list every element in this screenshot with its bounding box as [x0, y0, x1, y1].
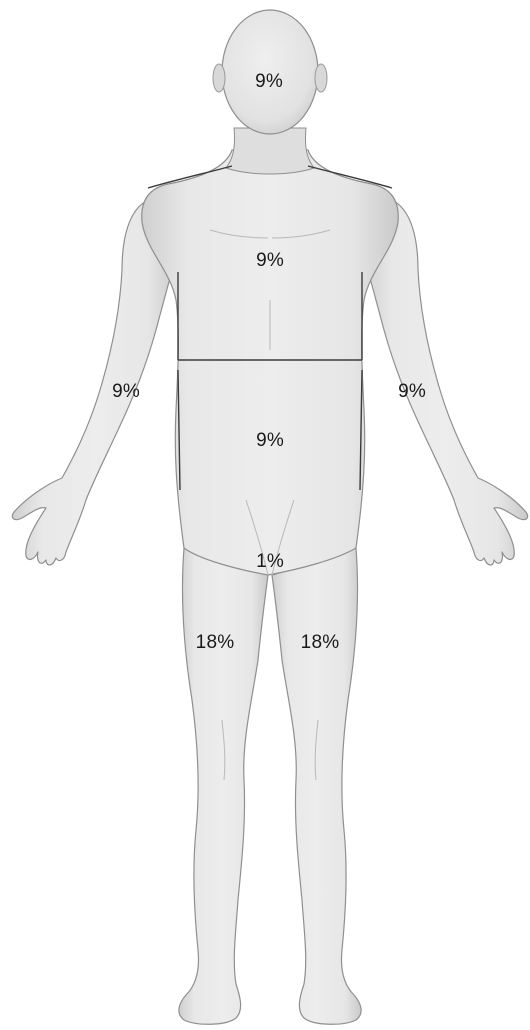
leg-right-side-shape	[179, 548, 268, 1024]
torso-shape	[142, 150, 399, 575]
leg-right-side-percentage-label: 18%	[196, 632, 235, 654]
neck-shape	[226, 128, 314, 174]
leg-left-side-shape	[272, 548, 361, 1024]
chest-percentage-label: 9%	[256, 250, 284, 272]
groin-percentage-label: 1%	[256, 551, 284, 573]
arm-right-side-shape	[12, 200, 178, 565]
arm-right-side-percentage-label: 9%	[112, 381, 140, 403]
arm-left-side-percentage-label: 9%	[398, 381, 426, 403]
abdomen-percentage-label: 9%	[256, 430, 284, 452]
leg-left-side-percentage-label: 18%	[301, 632, 340, 654]
arm-left-side-shape	[362, 200, 528, 565]
head-percentage-label: 9%	[255, 71, 283, 93]
